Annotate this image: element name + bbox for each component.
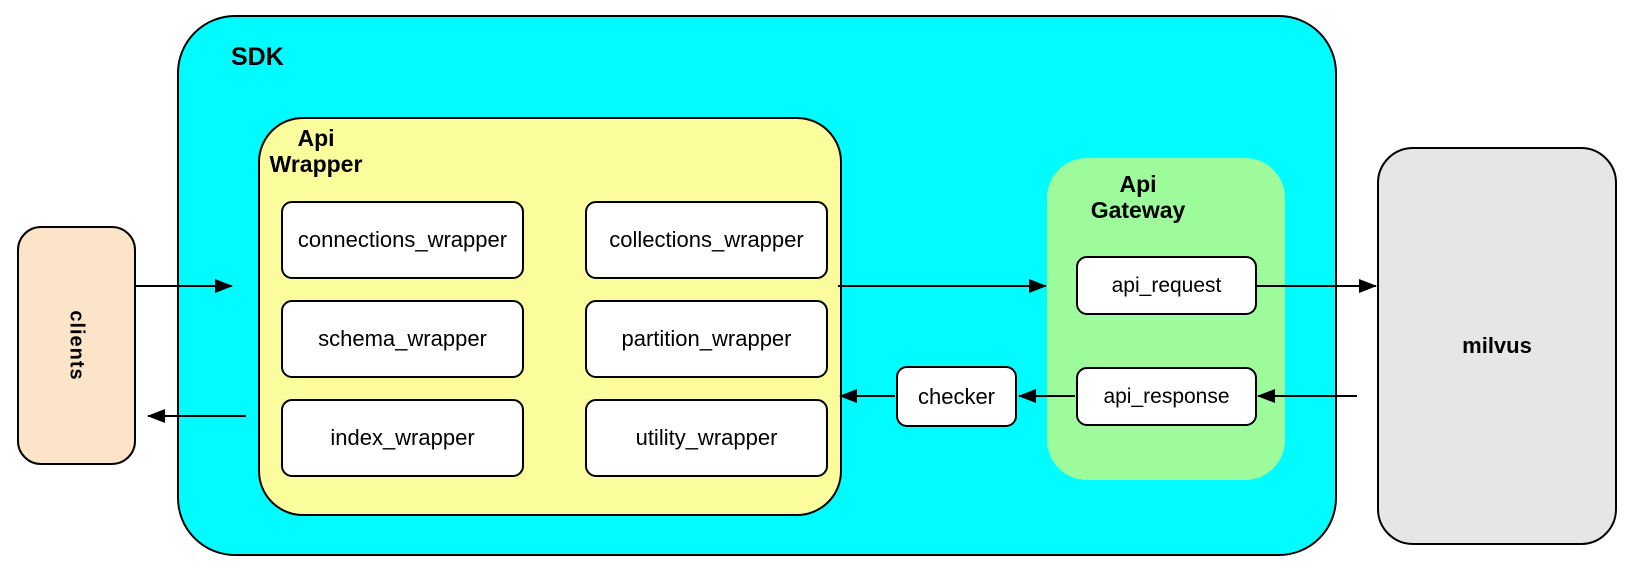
api-gateway-container: Api Gateway api_request api_response: [1047, 158, 1285, 480]
api-wrapper-label-line1: Api: [297, 125, 335, 151]
module-utility-wrapper: utility_wrapper: [585, 399, 828, 477]
module-label: collections_wrapper: [609, 227, 804, 252]
clients-node: clients: [17, 226, 136, 465]
sdk-label: SDK: [231, 43, 284, 71]
api-wrapper-label: Api Wrapper: [268, 125, 364, 178]
milvus-node: milvus: [1377, 147, 1617, 545]
module-connections-wrapper: connections_wrapper: [281, 201, 524, 279]
module-schema-wrapper: schema_wrapper: [281, 300, 524, 378]
checker-node: checker: [896, 366, 1017, 427]
api-gateway-label-line2: Gateway: [1090, 197, 1186, 224]
checker-label: checker: [917, 383, 996, 409]
api-gateway-label-line1: Api: [1119, 171, 1157, 197]
api-wrapper-label-line2: Wrapper: [269, 150, 363, 177]
api-response-label: api_response: [1103, 384, 1230, 408]
module-label: index_wrapper: [330, 425, 475, 450]
module-label: utility_wrapper: [635, 425, 778, 450]
clients-label: clients: [65, 310, 88, 381]
module-partition-wrapper: partition_wrapper: [585, 300, 828, 378]
api-request-label: api_request: [1111, 273, 1222, 297]
module-collections-wrapper: collections_wrapper: [585, 201, 828, 279]
api-gateway-label: Api Gateway: [1063, 171, 1213, 224]
module-index-wrapper: index_wrapper: [281, 399, 524, 477]
api-request-node: api_request: [1076, 256, 1257, 315]
module-label: partition_wrapper: [621, 326, 792, 351]
module-label: connections_wrapper: [297, 227, 508, 252]
api-wrapper-container: Api Wrapper connections_wrapper collecti…: [258, 117, 842, 516]
milvus-label: milvus: [1462, 333, 1532, 358]
api-response-node: api_response: [1076, 367, 1257, 426]
module-label: schema_wrapper: [318, 326, 487, 351]
